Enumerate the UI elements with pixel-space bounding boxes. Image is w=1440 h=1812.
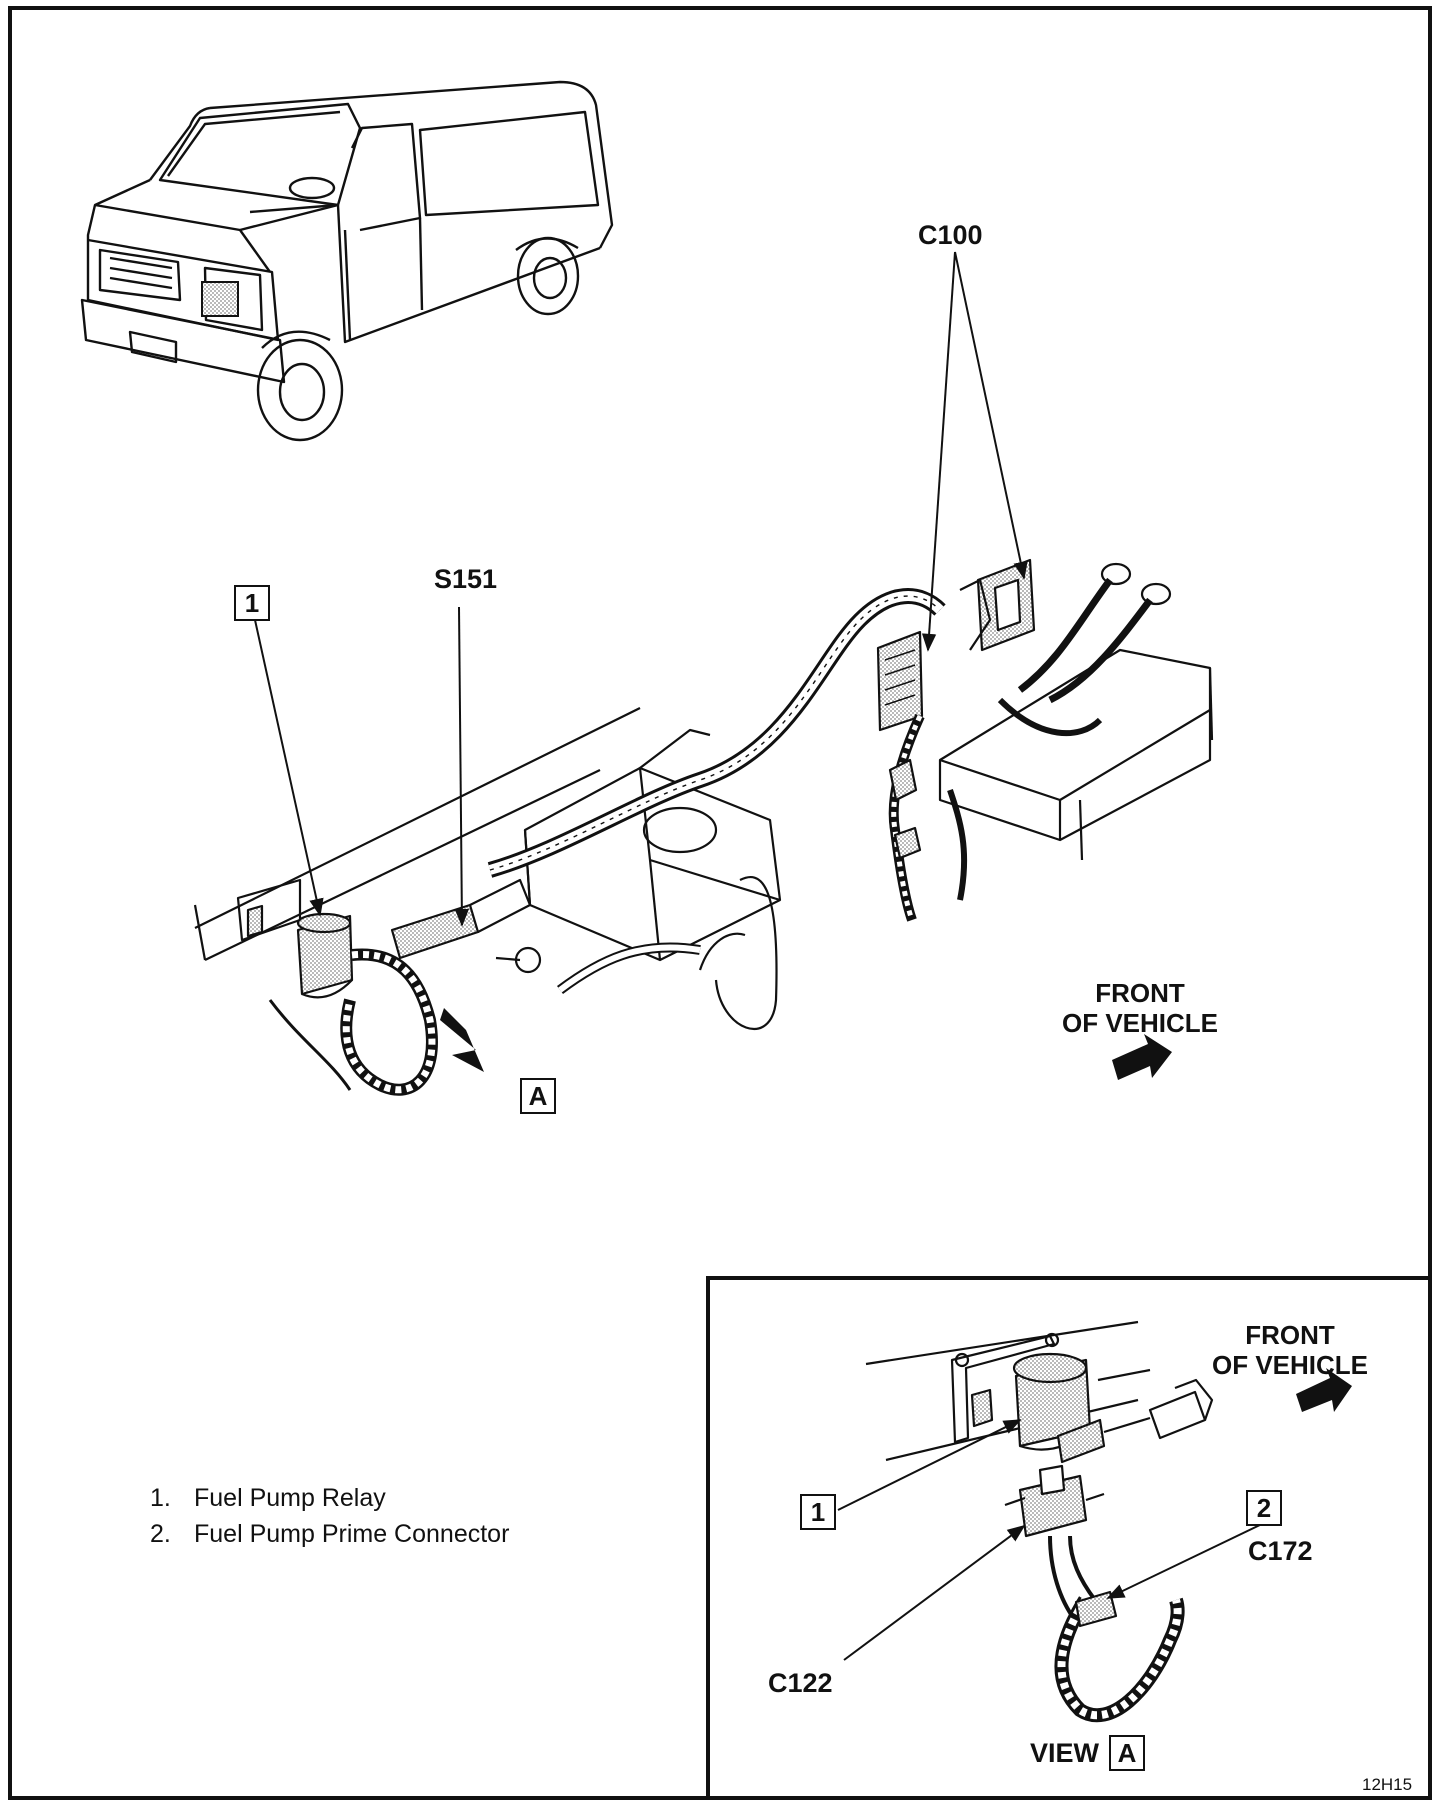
inset-leader-lines <box>837 1419 1263 1661</box>
front-of-vehicle-main: FRONT OF VEHICLE <box>1040 978 1240 1038</box>
figure-code: 12H15 <box>1362 1775 1413 1794</box>
legend: 1. Fuel Pump Relay 2. Fuel Pump Prime Co… <box>150 1480 509 1552</box>
callout-1-inset: 1 <box>800 1494 836 1530</box>
legend-item: 1. Fuel Pump Relay <box>150 1480 509 1516</box>
front-main-line1: FRONT <box>1095 978 1185 1008</box>
main-leader-lines <box>254 251 1028 927</box>
front-of-vehicle-inset: FRONT OF VEHICLE <box>1190 1320 1390 1380</box>
callout-view-a-main: A <box>520 1078 556 1114</box>
front-arrow-main <box>1112 1034 1172 1080</box>
front-inset-line2: OF VEHICLE <box>1211 1350 1368 1380</box>
legend-text: Fuel Pump Relay <box>194 1484 386 1512</box>
c122-label: C122 <box>768 1668 833 1698</box>
van-illustration <box>80 80 614 442</box>
view-direction-arrow <box>440 1008 484 1072</box>
callout-2-inset: 2 <box>1246 1490 1282 1526</box>
view-text: VIEW <box>1030 1737 1100 1768</box>
c172-label: C172 <box>1248 1536 1313 1566</box>
main-harness-illustration <box>193 558 1214 1096</box>
c100-label: C100 <box>918 220 983 250</box>
van-location-marker <box>201 281 239 317</box>
front-arrow-inset <box>1296 1368 1352 1412</box>
callout-view-a-inset: A <box>1109 1735 1146 1771</box>
s151-label: S151 <box>434 564 498 594</box>
front-main-line2: OF VEHICLE <box>1061 1008 1218 1038</box>
legend-number: 1. <box>150 1484 171 1512</box>
callout-1-main: 1 <box>234 585 270 621</box>
legend-number: 2. <box>150 1520 171 1548</box>
legend-item: 2. Fuel Pump Prime Connector <box>150 1516 509 1552</box>
front-inset-line1: FRONT <box>1245 1320 1335 1350</box>
legend-text: Fuel Pump Prime Connector <box>194 1520 510 1548</box>
view-a-label: VIEW A <box>1030 1735 1146 1771</box>
